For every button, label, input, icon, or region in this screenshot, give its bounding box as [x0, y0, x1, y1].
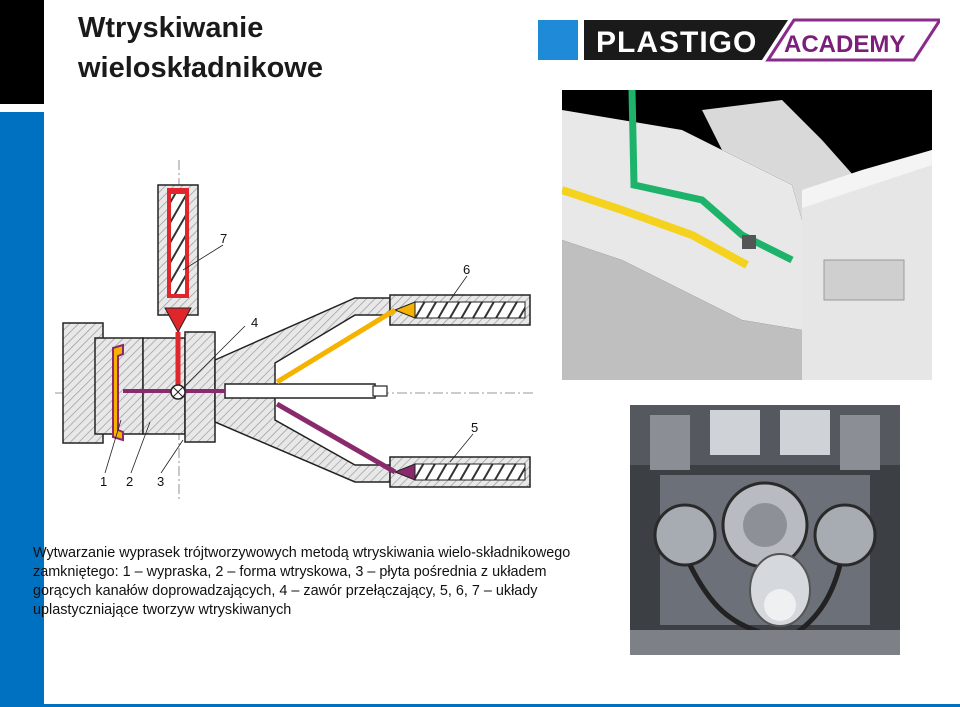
label-7: 7: [220, 231, 227, 246]
label-5: 5: [471, 420, 478, 435]
slide-caption: Wytwarzanie wyprasek trójtworzywowych me…: [33, 545, 571, 618]
label-6: 6: [463, 262, 470, 277]
machine-photo: [630, 405, 900, 655]
side-blue-bar: [0, 112, 44, 707]
label-2: 2: [126, 474, 133, 489]
label-4: 4: [251, 315, 258, 330]
svg-text:ACADEMY: ACADEMY: [784, 31, 905, 58]
plastigo-academy-logo: PLASTIGO ACADEMY: [538, 18, 940, 62]
bottom-rule: [44, 704, 960, 707]
slide-title: Wtryskiwanie wieloskładnikowe: [78, 12, 323, 84]
label-1: 1: [100, 474, 107, 489]
render-3d-image: [562, 90, 932, 380]
injection-mold-diagram: 1 2 3 4 5 6 7: [55, 160, 535, 500]
label-3: 3: [157, 474, 164, 489]
corner-black-bar: [0, 0, 44, 104]
svg-text:PLASTIGO: PLASTIGO: [596, 26, 757, 59]
